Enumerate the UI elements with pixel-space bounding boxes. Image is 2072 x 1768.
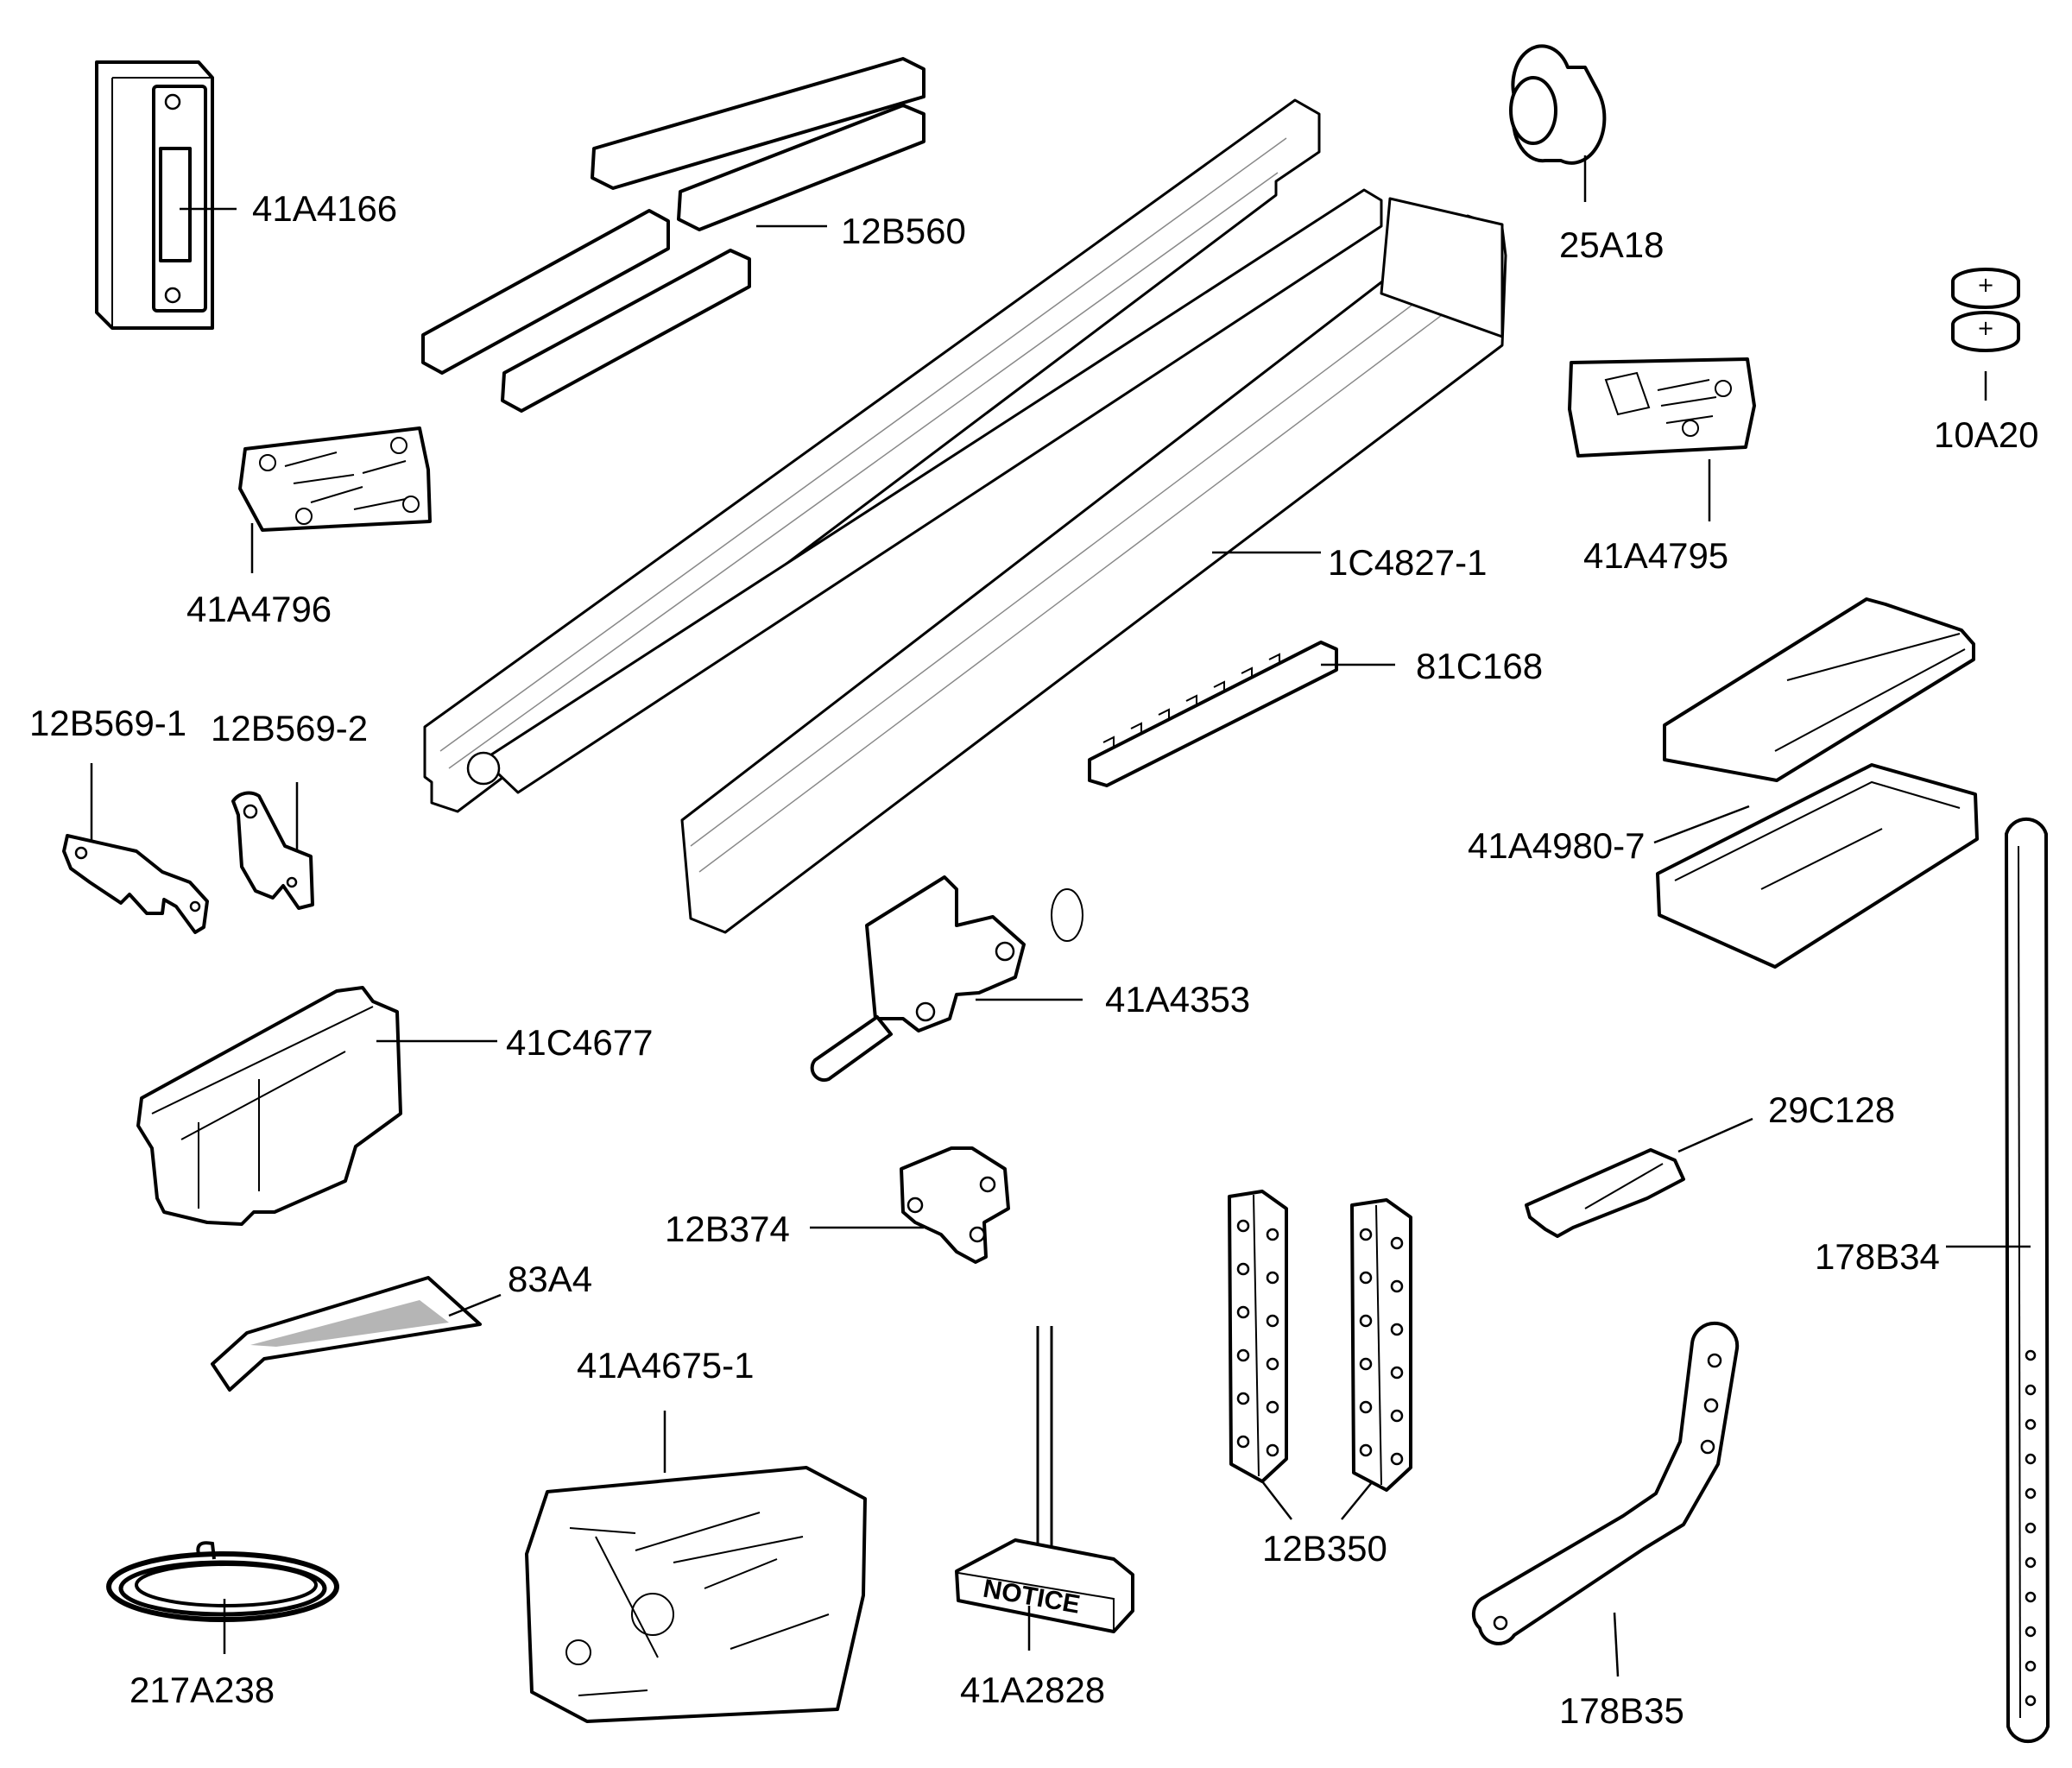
part-178B35-curved-arm: 178B35 [1471,1321,1740,1731]
label-178B35: 178B35 [1559,1690,1684,1731]
part-25A18-coupler: 25A18 [1509,44,1664,265]
label-1C4827-1: 1C4827-1 [1328,542,1487,583]
label-41A4166: 41A4166 [252,188,397,229]
label-41A4796: 41A4796 [186,589,332,629]
part-41A4980-7-light-cover: 41A4980-7 [1468,597,1979,969]
part-10A20-batteries: + + 10A20 [1934,268,2038,455]
part-41A4353-header-bracket: 41A4353 [810,875,1250,1083]
part-41A4796-hardware-bag: 41A4796 [186,426,432,629]
label-12B569-1: 12B569-1 [29,703,186,743]
label-41A4980-7: 41A4980-7 [1468,825,1646,866]
label-81C168: 81C168 [1416,646,1543,686]
part-12B374-bracket: 12B374 [665,1146,1010,1264]
label-12B560: 12B560 [841,211,966,251]
part-41A4795-hardware-bag: 41A4795 [1568,357,1756,576]
label-25A18: 25A18 [1559,224,1664,265]
label-83A4: 83A4 [508,1259,592,1299]
part-12B569-brackets: 12B569-1 12B569-2 [29,703,368,934]
label-12B374: 12B374 [665,1209,790,1249]
label-12B350: 12B350 [1262,1528,1387,1569]
part-12B560-rail-sections: 12B560 [421,57,966,413]
battery-plus-symbol-top: + [1977,273,1994,297]
angle-bracket-holes [1236,1219,1404,1466]
part-41A2828-notice-tag: NOTICE 41A2828 [955,1326,1134,1710]
arm-holes [2025,1349,2037,1707]
label-41A4675-1: 41A4675-1 [577,1345,755,1386]
label-217A238: 217A238 [130,1670,275,1710]
part-12B350-angle-brackets: 12B350 [1228,1190,1412,1569]
part-83A4-grease-packet: 83A4 [211,1259,592,1392]
label-41A2828: 41A2828 [960,1670,1105,1710]
part-29C128-release-handle: 29C128 [1525,1089,1895,1238]
label-12B569-2: 12B569-2 [211,708,368,748]
label-29C128: 29C128 [1768,1089,1895,1130]
part-217A238-bell-wire: 217A238 [106,1541,339,1710]
part-41A4166-wall-control: 41A4166 [95,60,397,330]
label-41C4677: 41C4677 [506,1022,653,1063]
part-41A4675-1-hardware-bag: 41A4675-1 [525,1345,867,1723]
label-10A20: 10A20 [1934,414,2038,455]
part-81C168-rack: 81C168 [1088,641,1543,787]
label-41A4795: 41A4795 [1583,535,1728,576]
part-41C4677-trolley: 41C4677 [136,986,653,1226]
label-41A4353: 41A4353 [1105,979,1250,1020]
part-1C4827-1-rail: 1C4827-1 [423,98,1507,934]
label-178B34: 178B34 [1815,1236,1940,1277]
battery-plus-symbol-bottom: + [1977,316,1994,340]
part-178B34-straight-arm: 178B34 [1815,817,2050,1744]
